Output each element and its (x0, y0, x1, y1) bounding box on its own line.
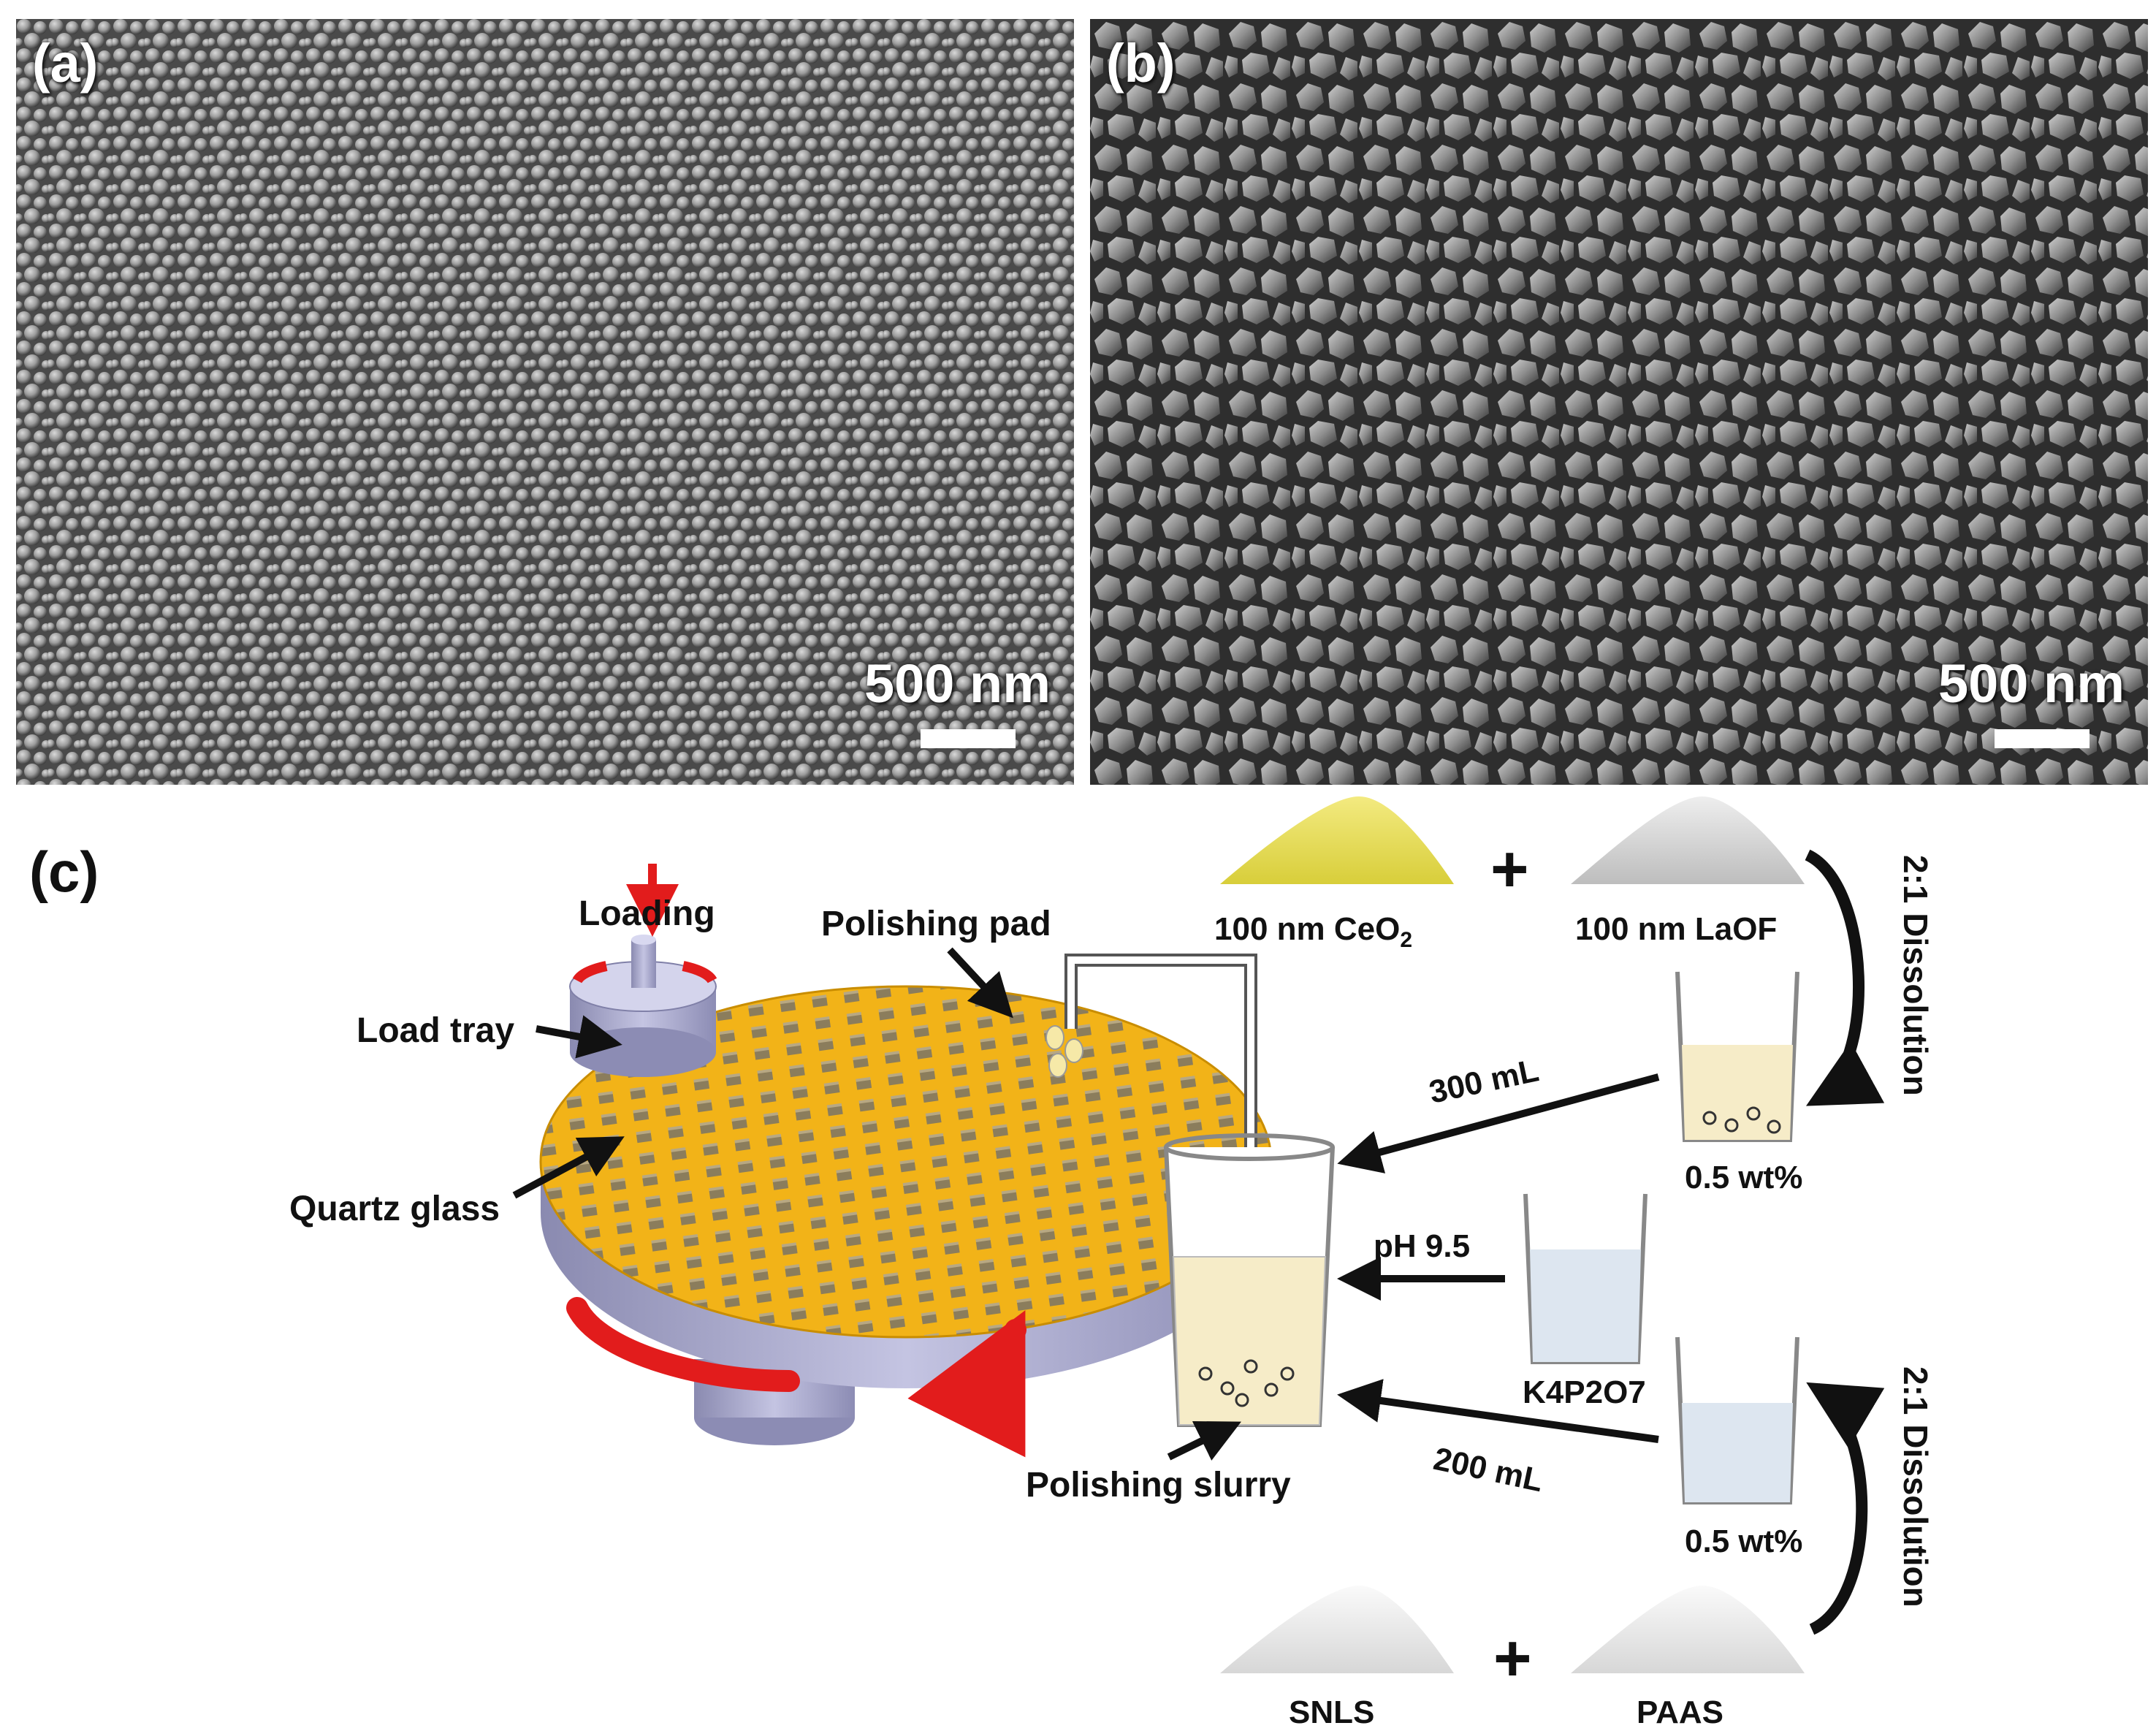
label-ph: pH 9.5 (1374, 1228, 1470, 1264)
plus-top: + (1490, 833, 1529, 906)
label-snls: SNLS (1289, 1694, 1374, 1730)
label-wt-bottom: 0.5 wt% (1685, 1523, 1802, 1559)
label-wt-top: 0.5 wt% (1685, 1160, 1802, 1195)
powder-paas (1571, 1586, 1805, 1673)
label-volume-300: 300 mL (1426, 1052, 1542, 1110)
label-dissolution-bottom: 2:1 Dissolution (1897, 1366, 1935, 1608)
sem-image-a (16, 19, 1074, 785)
curved-arrow-bottom (1806, 1382, 1885, 1635)
powder-snls (1220, 1586, 1454, 1673)
label-paas: PAAS (1637, 1694, 1723, 1730)
powder-laof (1571, 796, 1805, 884)
polishing-machine (539, 864, 1273, 1458)
label-loading: Loading (579, 894, 715, 933)
label-k4p2o7: K4P2O7 (1523, 1374, 1646, 1410)
sem-panel-b: (b) 500 nm (1090, 19, 2148, 785)
cmp-schematic: (c) Loading Load tray Polishing pad Quar… (29, 796, 1935, 1730)
label-ceo2-subscript: 2 (1400, 928, 1412, 952)
label-ceo2-main: 100 nm CeO (1214, 911, 1400, 947)
panel-label-c: (c) (29, 840, 99, 904)
label-load-tray: Load tray (357, 1011, 514, 1050)
label-polishing-pad: Polishing pad (821, 905, 1051, 943)
label-laof: 100 nm LaOF (1575, 911, 1777, 947)
panel-label-b: (b) (1106, 33, 1176, 94)
label-polishing-slurry: Polishing slurry (1026, 1466, 1291, 1504)
label-ceo2: 100 nm CeO2 (1214, 911, 1412, 952)
sem-image-b (1090, 19, 2148, 785)
powder-ceo2 (1220, 796, 1454, 884)
label-dissolution-top: 2:1 Dissolution (1897, 855, 1935, 1096)
label-volume-200: 200 mL (1431, 1441, 1547, 1499)
plus-bottom: + (1493, 1622, 1532, 1695)
panel-label-a: (a) (32, 33, 99, 94)
scale-bar-b (1995, 729, 2090, 748)
beaker-k4p2o7 (1523, 1193, 1648, 1364)
sem-panel-a: (a) 500 nm (16, 19, 1074, 785)
scale-bar-a (921, 729, 1016, 748)
beaker-cerium-dispersion (1675, 971, 1799, 1142)
beaker-additive-solution (1675, 1336, 1799, 1504)
curved-arrow-top (1805, 849, 1885, 1106)
scale-label-a: 500 nm (864, 653, 1051, 714)
slurry-beaker (1164, 1133, 1335, 1427)
scale-label-b: 500 nm (1938, 653, 2125, 714)
label-quartz-glass: Quartz glass (289, 1190, 500, 1228)
